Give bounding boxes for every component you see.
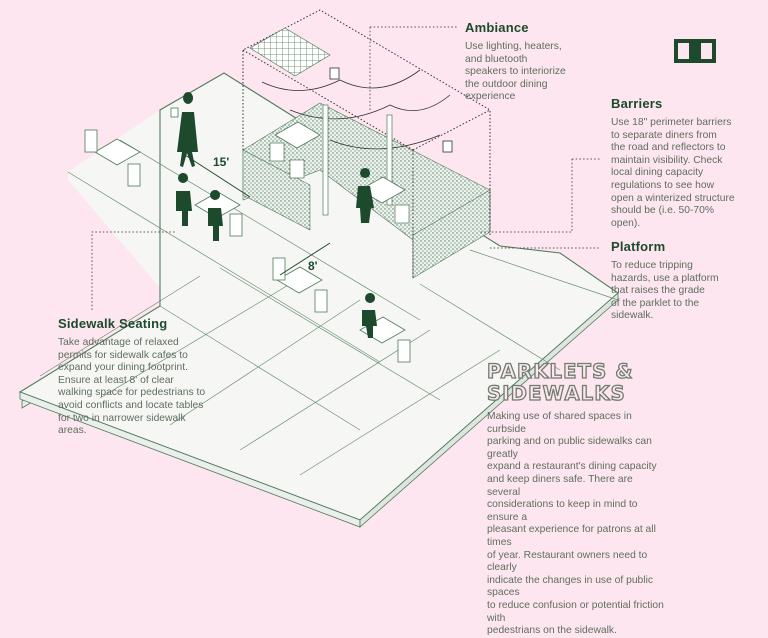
callout-title: Barriers	[611, 96, 663, 111]
diner-figure	[176, 173, 192, 226]
intro-paragraph: Making use of shared spaces in curbside …	[487, 411, 664, 637]
callout-body: To reduce tripping hazards, use a platfo…	[611, 260, 719, 322]
people-figures	[170, 92, 377, 338]
overhead-trellis	[249, 27, 331, 77]
callout-barriers: Barriers Use 18" perimeter barriers to s…	[611, 96, 761, 230]
callout-ambiance: Ambiance Use lighting, heaters, and blue…	[465, 20, 605, 104]
callout-body: Use lighting, heaters, and bluetooth spe…	[465, 41, 566, 103]
speaker-icon	[329, 67, 340, 80]
callout-body: Use 18" perimeter barriers to separate d…	[611, 117, 735, 229]
dimension-label-8ft: 8'	[308, 259, 318, 273]
parklet-diner-figure	[356, 168, 374, 223]
diner-figure	[362, 293, 377, 338]
dimension-lines	[184, 154, 331, 276]
dimension-label-15ft: 15'	[213, 155, 229, 169]
callout-title: Ambiance	[465, 20, 529, 35]
speaker-icon	[442, 140, 453, 153]
callout-body: Take advantage of relaxed permits for si…	[58, 337, 206, 437]
page-title: PARKLETS & SIDEWALKS	[486, 360, 634, 405]
tile-grid	[39, 139, 619, 476]
callout-title: Sidewalk Seating	[58, 316, 168, 331]
callout-platform: Platform To reduce tripping hazards, use…	[611, 239, 761, 323]
parklet-enclosure	[242, 9, 491, 279]
diner-figure	[208, 190, 223, 241]
callout-sidewalk-seating: Sidewalk Seating Take advantage of relax…	[58, 316, 238, 438]
parklet-illustration: 15' 8'	[18, 9, 619, 528]
pitcher-icon	[170, 107, 179, 118]
callout-title: Platform	[611, 239, 666, 254]
string-lights	[261, 69, 421, 91]
leader-lines	[91, 26, 600, 310]
double-window-logo-icon	[674, 39, 716, 63]
waiter-figure	[177, 92, 198, 167]
